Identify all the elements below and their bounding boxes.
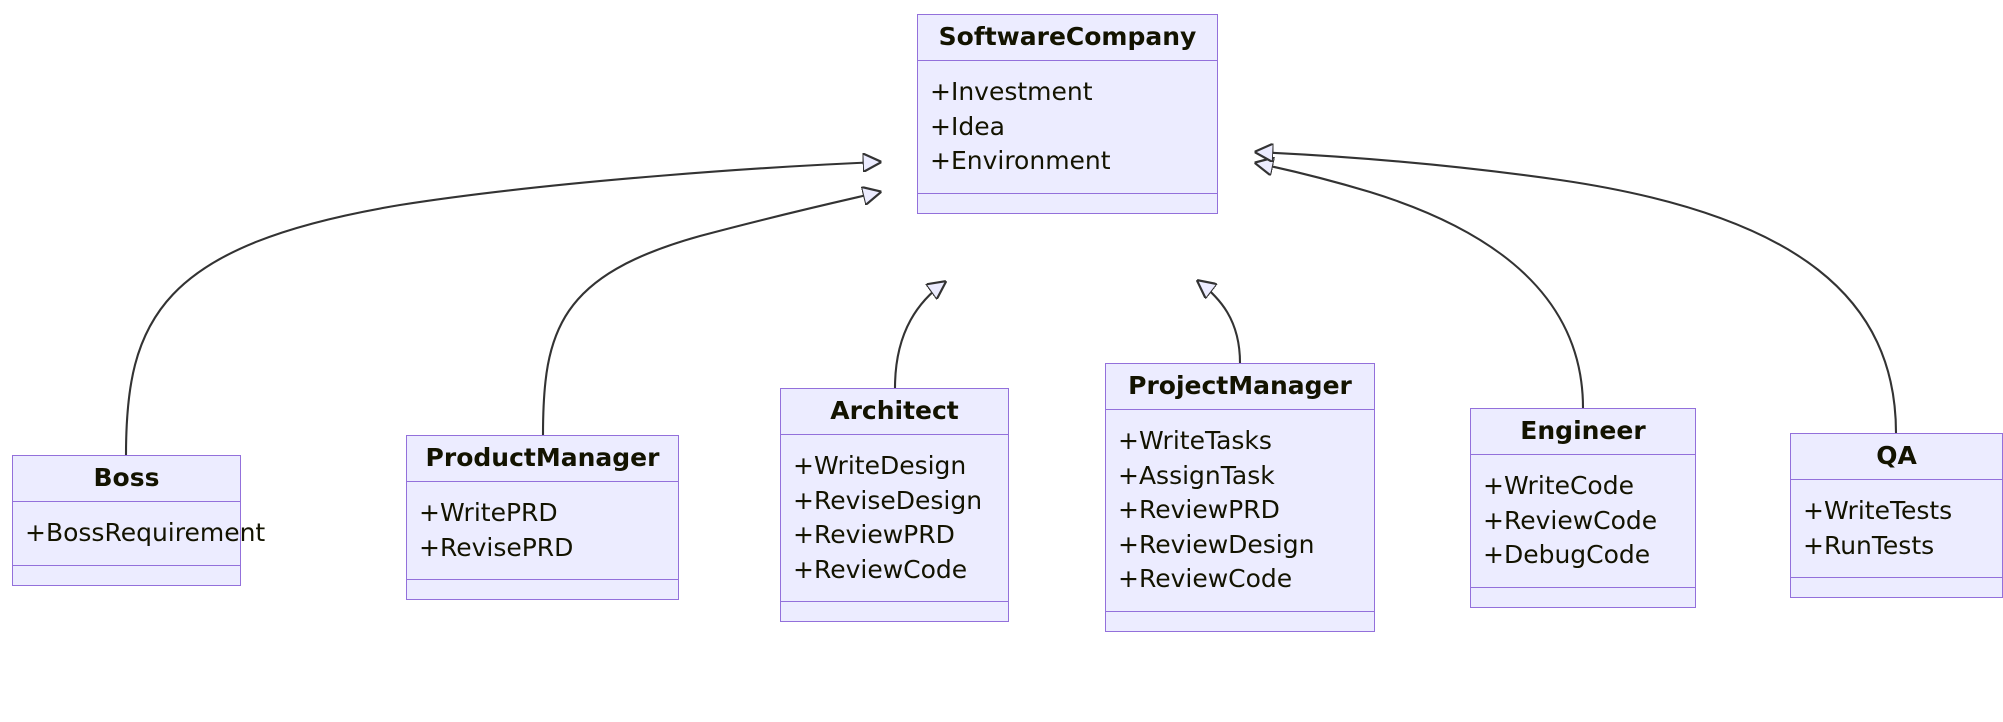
class-title: ProjectManager xyxy=(1106,364,1374,410)
class-attributes: +WritePRD +RevisePRD xyxy=(407,482,678,580)
class-node-qa[interactable]: QA +WriteTests +RunTests xyxy=(1790,433,2003,598)
class-attribute: +WriteTests xyxy=(1803,496,1953,525)
class-title: ProductManager xyxy=(407,436,678,482)
class-attribute: +Investment xyxy=(930,77,1093,106)
class-attributes: +BossRequirement xyxy=(13,502,266,566)
class-attributes: +WriteCode +ReviewCode +DebugCode xyxy=(1471,455,1695,588)
class-attribute: +Environment xyxy=(930,146,1111,175)
class-node-architect[interactable]: Architect +WriteDesign +ReviseDesign +Re… xyxy=(780,388,1009,622)
class-attribute: +ReviewCode xyxy=(793,554,968,584)
class-attribute: +DebugCode xyxy=(1483,540,1651,569)
class-methods xyxy=(781,602,1008,621)
class-attribute: +BossRequirement xyxy=(25,518,266,547)
class-attribute: +WriteTasks xyxy=(1118,426,1272,455)
class-attribute: +AssignTask xyxy=(1118,460,1275,490)
class-title: Boss xyxy=(13,456,240,502)
class-methods xyxy=(407,580,678,599)
class-attribute: +ReviewPRD xyxy=(793,520,955,549)
class-attribute: +ReviewPRD xyxy=(1118,495,1280,524)
class-attribute: +Idea xyxy=(930,111,1005,141)
class-attribute: +WriteDesign xyxy=(793,451,967,480)
class-attribute: +RevisePRD xyxy=(419,532,574,562)
class-attributes: +Investment +Idea +Environment xyxy=(918,61,1217,194)
class-node-boss[interactable]: Boss +BossRequirement xyxy=(12,455,266,586)
class-node-software-company[interactable]: SoftwareCompany +Investment +Idea +Envir… xyxy=(917,14,1218,214)
class-attribute: +ReviewCode xyxy=(1118,564,1293,593)
class-title: SoftwareCompany xyxy=(918,15,1217,61)
class-methods xyxy=(13,566,240,585)
class-node-project-manager[interactable]: ProjectManager +WriteTasks +AssignTask +… xyxy=(1105,363,1375,632)
class-attributes: +WriteTests +RunTests xyxy=(1791,480,2002,578)
edge-boss-to-softwarecompany xyxy=(124,162,880,456)
class-title: Architect xyxy=(781,389,1008,435)
class-attribute: +ReviewCode xyxy=(1483,505,1658,535)
class-title: QA xyxy=(1791,434,2002,480)
class-attribute: +RunTests xyxy=(1803,530,1935,560)
class-attribute: +ReviewDesign xyxy=(1118,529,1315,559)
class-node-engineer[interactable]: Engineer +WriteCode +ReviewCode +DebugCo… xyxy=(1470,408,1696,608)
edge-projectmanager-to-softwarecompany xyxy=(1198,281,1242,364)
class-methods xyxy=(1106,612,1374,631)
class-attribute: +WriteCode xyxy=(1483,471,1634,500)
class-attribute: +WritePRD xyxy=(419,498,558,527)
class-node-product-manager[interactable]: ProductManager +WritePRD +RevisePRD xyxy=(406,435,679,600)
class-methods xyxy=(1791,578,2002,597)
class-title: Engineer xyxy=(1471,409,1695,455)
edge-architect-to-softwarecompany xyxy=(893,282,945,389)
class-methods xyxy=(918,194,1217,213)
class-attribute: +ReviseDesign xyxy=(793,485,983,515)
class-methods xyxy=(1471,588,1695,607)
class-attributes: +WriteDesign +ReviseDesign +ReviewPRD +R… xyxy=(781,435,1008,602)
class-attributes: +WriteTasks +AssignTask +ReviewPRD +Revi… xyxy=(1106,410,1374,612)
